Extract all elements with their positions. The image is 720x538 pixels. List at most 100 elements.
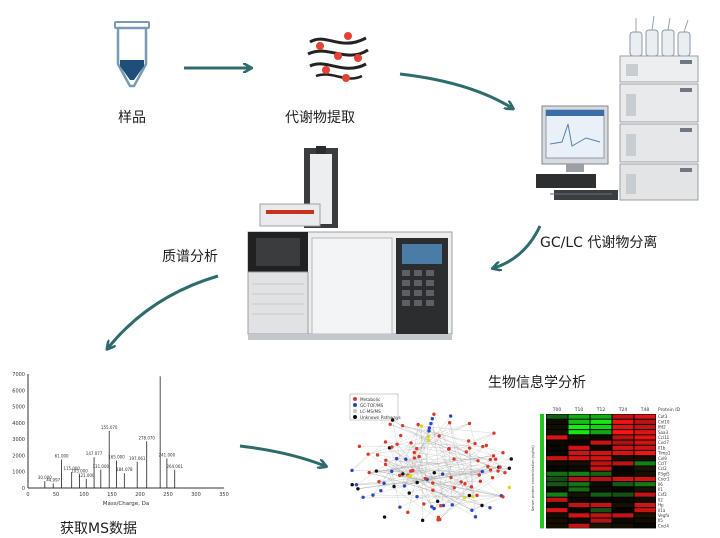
network-node bbox=[399, 434, 402, 437]
network-node bbox=[398, 505, 401, 508]
network-node bbox=[431, 417, 434, 420]
network-node bbox=[470, 485, 473, 488]
network-edge bbox=[368, 449, 417, 454]
spectrum-y-tick: 5000 bbox=[12, 405, 25, 411]
network-node bbox=[432, 413, 435, 416]
heatmap-cell bbox=[547, 472, 568, 476]
heatmap-header-right: Protein ID bbox=[658, 407, 681, 413]
arrow-ms-to-data bbox=[108, 276, 218, 348]
spectrum-x-tick: 100 bbox=[79, 492, 89, 498]
network-edge bbox=[352, 442, 385, 470]
heatmap-cell bbox=[569, 477, 590, 481]
heatmap-cell bbox=[591, 482, 612, 486]
heatmap-cell bbox=[635, 446, 656, 450]
heatmap-cell bbox=[613, 519, 634, 523]
network-node bbox=[398, 474, 401, 477]
heatmap-cell bbox=[635, 487, 656, 491]
network-node bbox=[433, 471, 436, 474]
heatmap-cell bbox=[613, 456, 634, 460]
network-node bbox=[492, 431, 495, 434]
heatmap-cell bbox=[635, 513, 656, 517]
network-node bbox=[356, 487, 359, 490]
heatmap-cell bbox=[613, 477, 634, 481]
heatmap-cell bbox=[635, 519, 656, 523]
heatmap-cell bbox=[547, 482, 568, 486]
heatmap-cell bbox=[635, 482, 656, 486]
heatmap-col-label: T00 bbox=[552, 407, 562, 413]
heatmap-cell bbox=[569, 425, 590, 429]
spectrum-x-tick: 250 bbox=[163, 492, 173, 498]
network-node bbox=[416, 423, 419, 426]
network-node bbox=[481, 445, 484, 448]
network-node bbox=[383, 515, 386, 518]
network-node bbox=[379, 489, 382, 492]
network-node bbox=[390, 445, 393, 448]
network-legend-label: Unknown Pathways bbox=[360, 415, 401, 420]
network-edge bbox=[503, 487, 509, 496]
network-node bbox=[437, 434, 440, 437]
heatmap-cell bbox=[547, 425, 568, 429]
network-legend-dot bbox=[353, 409, 357, 413]
heatmap-cell bbox=[635, 420, 656, 424]
heatmap-cell bbox=[547, 477, 568, 481]
heatmap-cell bbox=[591, 456, 612, 460]
network-node bbox=[391, 418, 394, 421]
heatmap-cell bbox=[569, 472, 590, 476]
network-node bbox=[368, 471, 371, 474]
heatmap-cell bbox=[635, 467, 656, 471]
network-node bbox=[404, 458, 407, 461]
heatmap-cell bbox=[547, 503, 568, 507]
heatmap-cell bbox=[569, 451, 590, 455]
network-legend-dot bbox=[353, 415, 357, 419]
network-node bbox=[438, 518, 441, 521]
network-node bbox=[465, 450, 468, 453]
network-node bbox=[409, 441, 412, 444]
network-node bbox=[376, 453, 379, 456]
heatmap-cell bbox=[635, 415, 656, 419]
network-node bbox=[408, 491, 411, 494]
network-node bbox=[489, 468, 492, 471]
network-node bbox=[474, 515, 477, 518]
heatmap-cell bbox=[591, 415, 612, 419]
heatmap-cell bbox=[591, 446, 612, 450]
heatmap-cell bbox=[613, 487, 634, 491]
network-node bbox=[453, 486, 456, 489]
network-node bbox=[366, 452, 369, 455]
heatmap-cell bbox=[613, 430, 634, 434]
network-node bbox=[449, 414, 452, 417]
network-edge bbox=[472, 497, 503, 510]
network-node bbox=[395, 457, 398, 460]
heatmap-cell bbox=[613, 461, 634, 465]
heatmap-row-label: Cxcl4 bbox=[658, 523, 669, 528]
network-node bbox=[431, 489, 434, 492]
heatmap-cell bbox=[613, 435, 634, 439]
spectrum-x-tick: 300 bbox=[191, 492, 201, 498]
heatmap-cell bbox=[547, 467, 568, 471]
heatmap-cell bbox=[591, 513, 612, 517]
network-legend-dot bbox=[353, 397, 357, 401]
network-edge bbox=[356, 436, 428, 484]
network-node bbox=[467, 439, 470, 442]
network-node bbox=[395, 442, 398, 445]
heatmap-cell bbox=[591, 472, 612, 476]
network-node bbox=[488, 506, 491, 509]
heatmap-side-bar bbox=[540, 414, 544, 528]
heatmap-cell bbox=[591, 420, 612, 424]
network-node bbox=[422, 502, 425, 505]
heatmap-cell bbox=[591, 519, 612, 523]
network-node bbox=[420, 424, 423, 427]
heatmap-cell bbox=[635, 477, 656, 481]
heatmap-cell bbox=[635, 435, 656, 439]
heatmap-cell bbox=[613, 493, 634, 497]
network-node bbox=[492, 454, 495, 457]
network-node bbox=[355, 483, 358, 486]
heatmap-col-label: T24 bbox=[618, 407, 628, 413]
heatmap-cell bbox=[613, 482, 634, 486]
network-node bbox=[459, 480, 462, 483]
heatmap-cell bbox=[613, 508, 634, 512]
network-node bbox=[489, 458, 492, 461]
spectrum-y-tick: 4000 bbox=[12, 421, 25, 427]
spectrum-x-tick: 350 bbox=[219, 492, 229, 498]
heatmap-cell bbox=[635, 430, 656, 434]
heatmap-cell bbox=[591, 430, 612, 434]
